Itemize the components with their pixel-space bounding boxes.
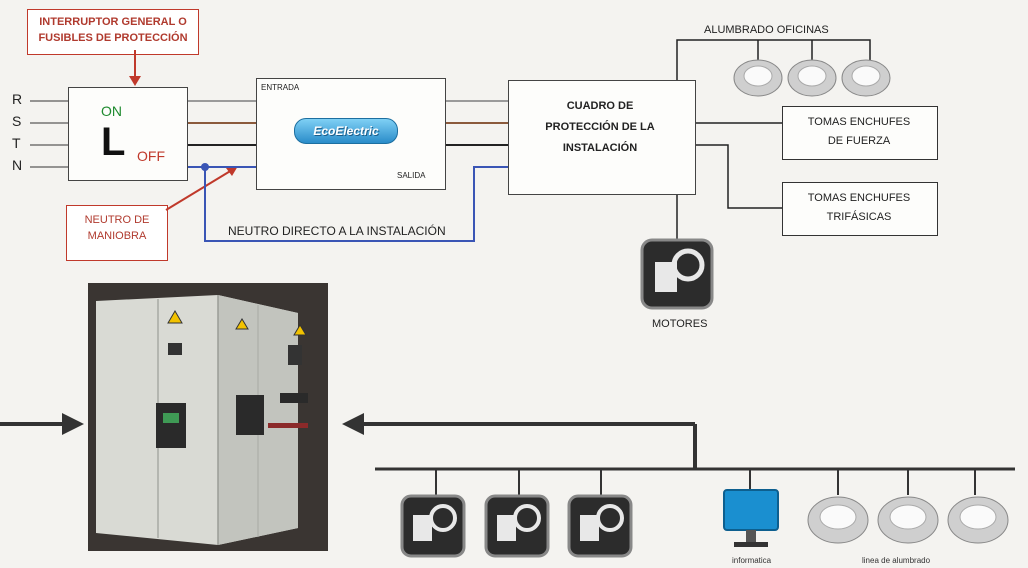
neutro-directo-label: NEUTRO DIRECTO A LA INSTALACIÓN	[228, 224, 446, 238]
linea-alumbrado-label: linea de alumbrado	[862, 556, 931, 565]
motor-icon	[400, 494, 466, 558]
cabinet-drawing	[96, 295, 308, 545]
main-switch-box: ON L OFF	[68, 87, 188, 181]
alumbrado-oficinas-label: ALUMBRADO OFICINAS	[704, 24, 829, 36]
cuadro-label-line1: CUADRO DE	[566, 100, 634, 112]
phase-s-label: S	[12, 113, 22, 129]
cuadro-label-line3: INSTALACIÓN	[562, 142, 638, 154]
tomas-trifasicas-line2: TRIFÁSICAS	[826, 211, 892, 223]
electrical-cabinet-photo	[88, 283, 328, 551]
off-label: OFF	[137, 148, 165, 164]
lamp-icon	[807, 496, 869, 544]
lamp-icon	[841, 59, 891, 97]
interruptor-label-line2: FUSIBLES DE PROTECCIÓN	[38, 32, 188, 44]
cuadro-label-line2: PROTECCIÓN DE LA	[545, 121, 655, 133]
lamp-icon	[733, 59, 783, 97]
tomas-trifasicas-box	[782, 182, 938, 236]
switch-symbol: L	[101, 120, 126, 164]
tomas-fuerza-line2: DE FUERZA	[827, 135, 891, 147]
motor-icon	[640, 238, 714, 310]
ecoelectric-logo: EcoElectric	[294, 118, 398, 144]
lamp-icon	[787, 59, 837, 97]
tomas-fuerza-box	[782, 106, 938, 160]
salida-label: SALIDA	[397, 171, 426, 180]
neutro-label-line1: NEUTRO DE	[84, 214, 150, 226]
neutro-maniobra-callout: NEUTRO DE MANIOBRA	[66, 205, 168, 261]
phase-t-label: T	[12, 135, 21, 151]
cuadro-proteccion-box	[508, 80, 696, 195]
on-label: ON	[101, 103, 122, 119]
tomas-trifasicas-label: TOMAS ENCHUFES TRIFÁSICAS	[782, 189, 936, 227]
neutro-label-line2: MANIOBRA	[87, 230, 147, 242]
motor-icon	[484, 494, 550, 558]
tomas-trifasicas-line1: TOMAS ENCHUFES	[807, 192, 911, 204]
tomas-fuerza-label: TOMAS ENCHUFES DE FUERZA	[782, 113, 936, 151]
lamp-icon	[947, 496, 1009, 544]
computer-icon	[723, 489, 779, 547]
phase-r-label: R	[12, 91, 23, 107]
motores-label: MOTORES	[652, 318, 708, 330]
entrada-label: ENTRADA	[261, 83, 300, 92]
phase-n-label: N	[12, 157, 23, 173]
cuadro-label: CUADRO DE PROTECCIÓN DE LA INSTALACIÓN	[525, 96, 675, 159]
interruptor-label-line1: INTERRUPTOR GENERAL O	[39, 16, 187, 28]
tomas-fuerza-line1: TOMAS ENCHUFES	[807, 116, 911, 128]
lamp-icon	[877, 496, 939, 544]
informatica-label: informatica	[732, 556, 772, 565]
motor-icon	[567, 494, 633, 558]
interruptor-callout: INTERRUPTOR GENERAL O FUSIBLES DE PROTEC…	[27, 9, 199, 55]
